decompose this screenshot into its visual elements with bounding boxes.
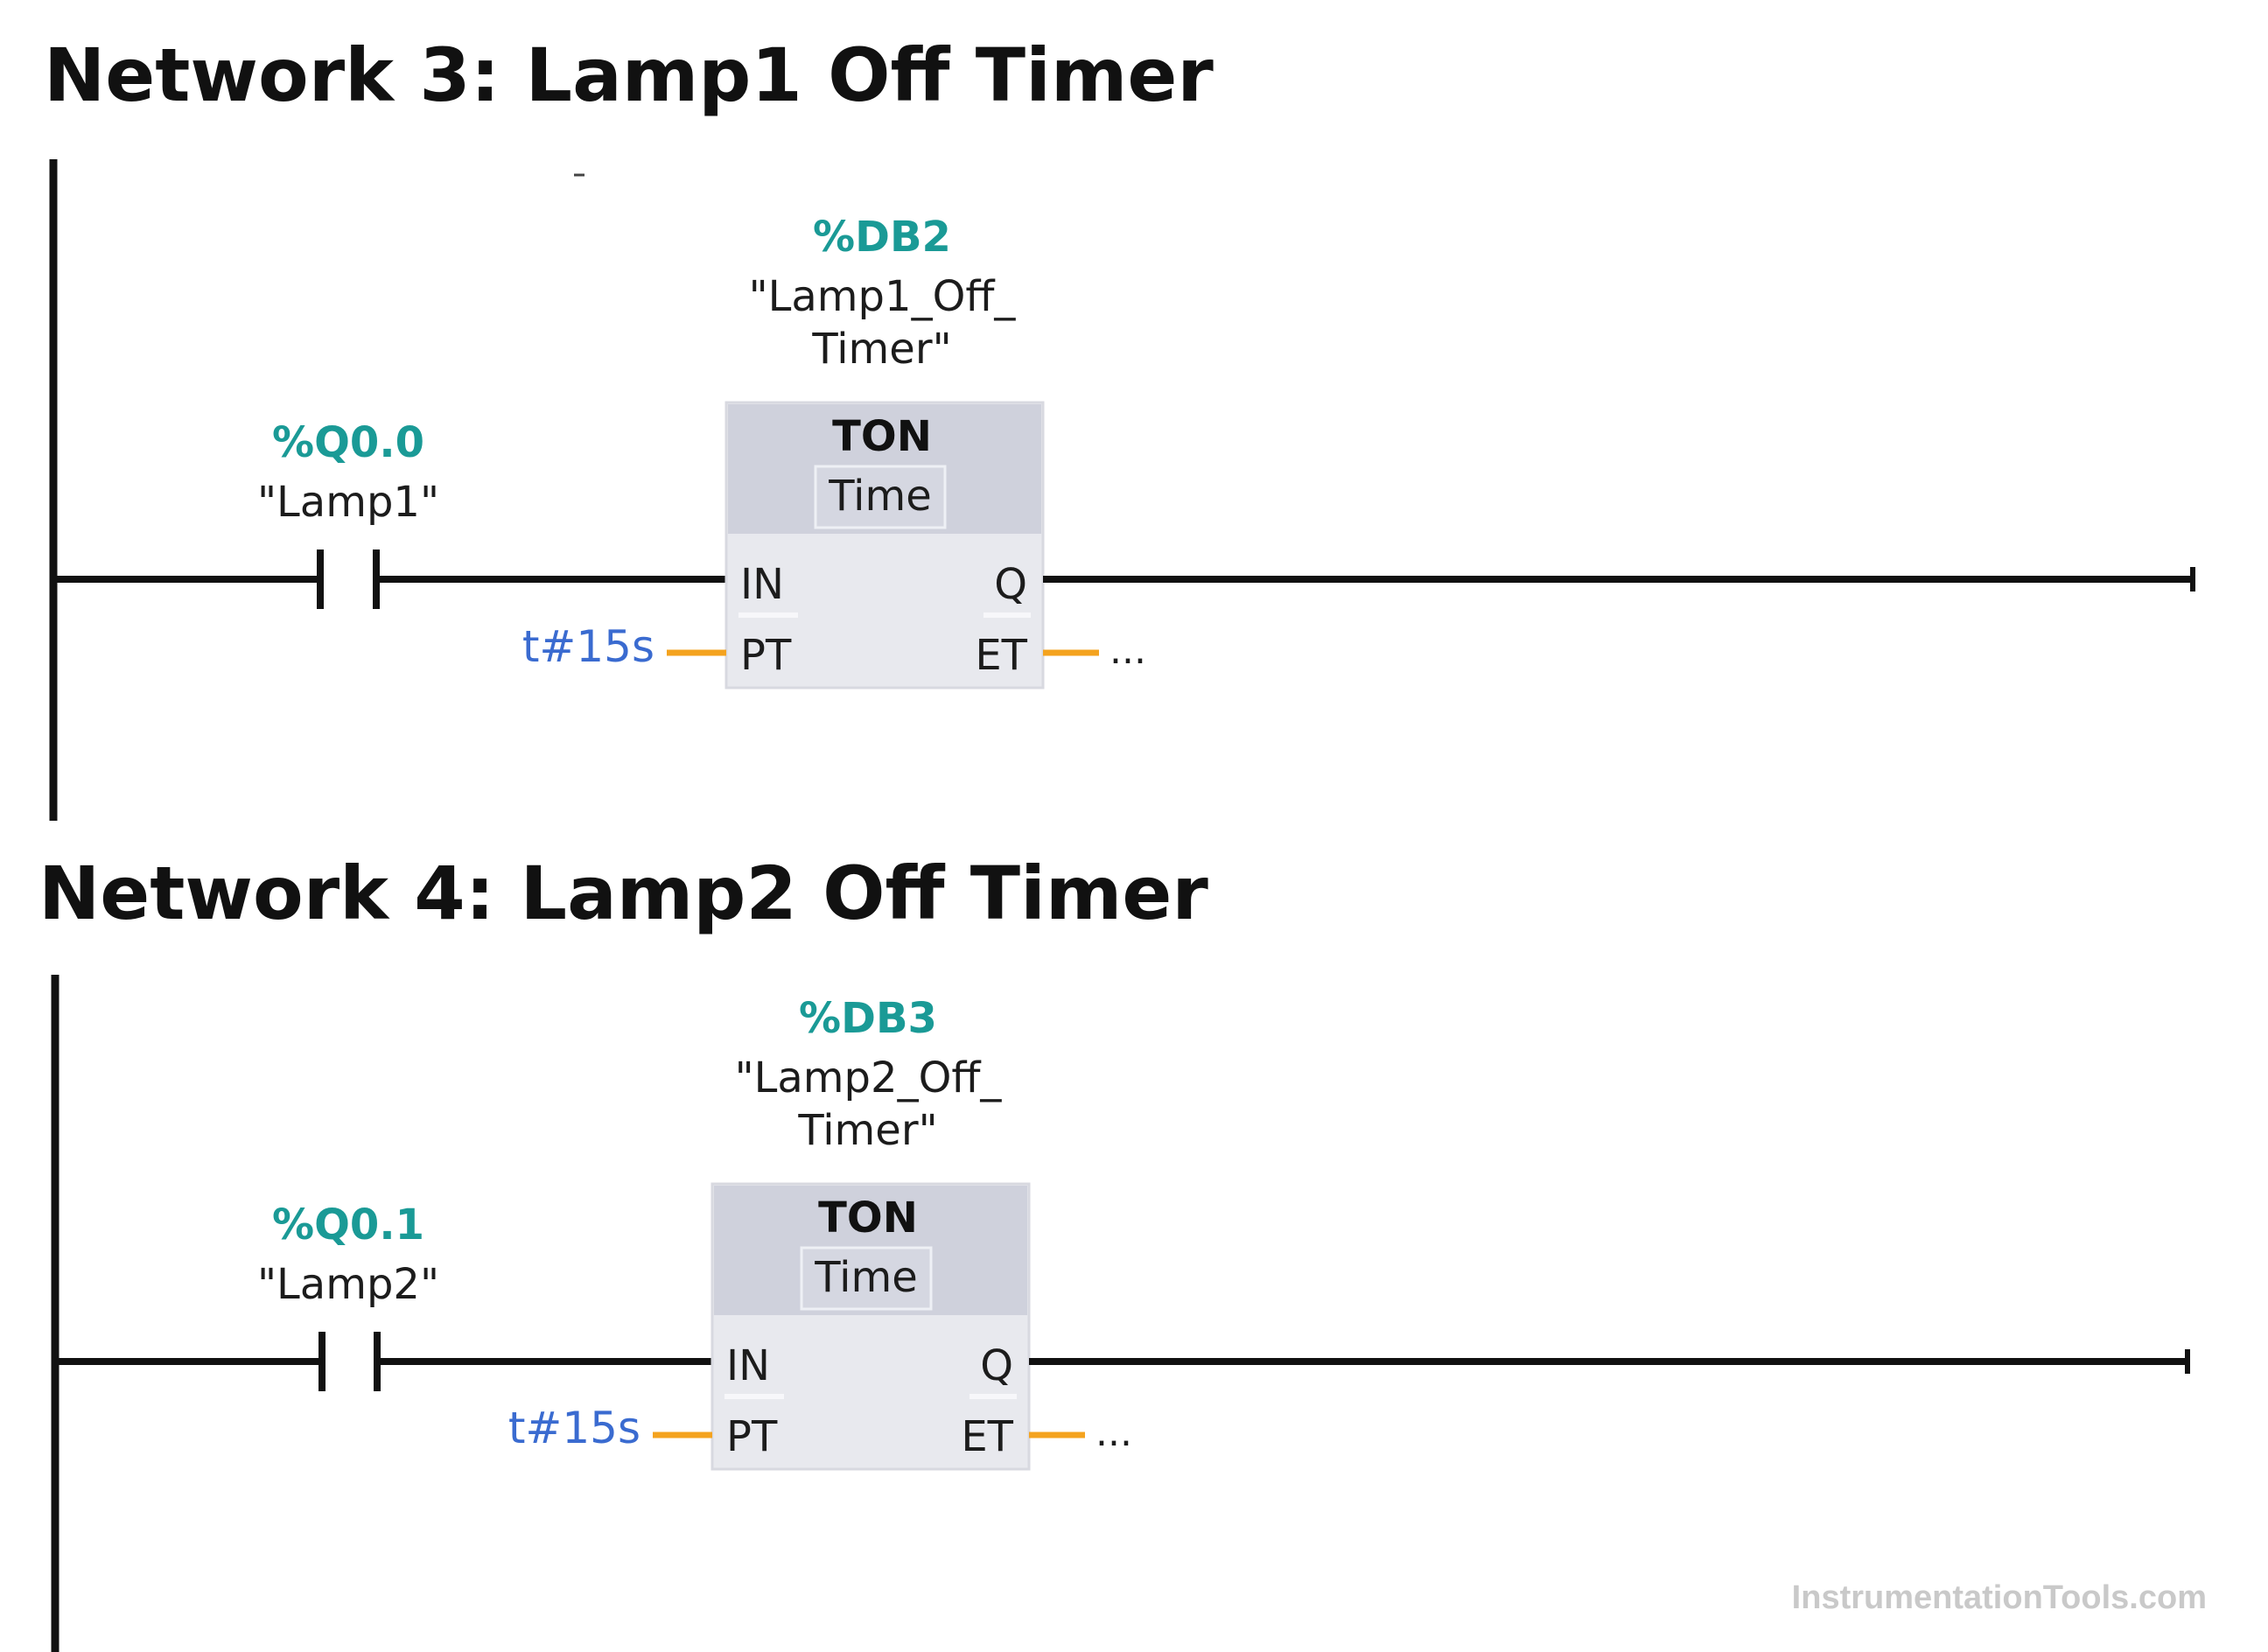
network-3: Network 3: Lamp1 Off Timer %DB2 "Lamp1_O…	[44, 32, 2195, 821]
contact-symbol: "Lamp2"	[257, 1260, 439, 1309]
network-3-title: Network 3: Lamp1 Off Timer	[44, 32, 1214, 118]
timer-data-type-box[interactable]	[814, 465, 947, 529]
pin-et-label: ET	[961, 1412, 1013, 1461]
timer-db-address: %DB3	[799, 994, 937, 1043]
no-contact[interactable]	[318, 1332, 381, 1391]
pin-in-label: IN	[726, 1341, 770, 1390]
contact-address: %Q0.0	[272, 418, 424, 467]
ton-timer-block[interactable]: TON Time IN Q PT ET	[710, 1182, 1031, 1471]
ton-timer-block[interactable]: TON Time IN Q PT ET	[724, 401, 1045, 690]
contact-address: %Q0.1	[272, 1200, 424, 1250]
timer-data-type-box[interactable]	[800, 1246, 933, 1311]
pin-pt-label: PT	[726, 1412, 778, 1461]
pt-preset-value[interactable]: t#15s	[522, 621, 654, 672]
et-output-placeholder[interactable]: ...	[1110, 628, 1146, 673]
watermark-text: InstrumentationTools.com	[1792, 1579, 2207, 1616]
timer-data-type: Time	[814, 1253, 917, 1302]
timer-data-type: Time	[828, 472, 931, 521]
timer-db-address: %DB2	[813, 213, 951, 262]
pin-pt-label: PT	[740, 631, 792, 680]
timer-block-type: TON	[818, 1194, 918, 1242]
network-4: Network 4: Lamp2 Off Timer %DB3 "Lamp2_O…	[38, 850, 2190, 1652]
timer-instance-name: "Lamp1_Off_	[749, 272, 1017, 321]
contact-symbol: "Lamp1"	[257, 478, 439, 527]
timer-instance-name-cont: Timer"	[811, 325, 951, 374]
et-output-placeholder[interactable]: ...	[1096, 1410, 1132, 1455]
pin-in-label: IN	[740, 560, 784, 609]
pin-q-label: Q	[980, 1341, 1013, 1390]
timer-instance-name-cont: Timer"	[797, 1106, 937, 1155]
timer-block-type: TON	[832, 412, 932, 461]
timer-instance-name: "Lamp2_Off_	[735, 1054, 1003, 1102]
pin-q-label: Q	[994, 560, 1027, 609]
pin-et-label: ET	[975, 631, 1027, 680]
network-4-title: Network 4: Lamp2 Off Timer	[38, 850, 1208, 936]
no-contact[interactable]	[317, 550, 380, 609]
pt-preset-value[interactable]: t#15s	[508, 1403, 640, 1453]
